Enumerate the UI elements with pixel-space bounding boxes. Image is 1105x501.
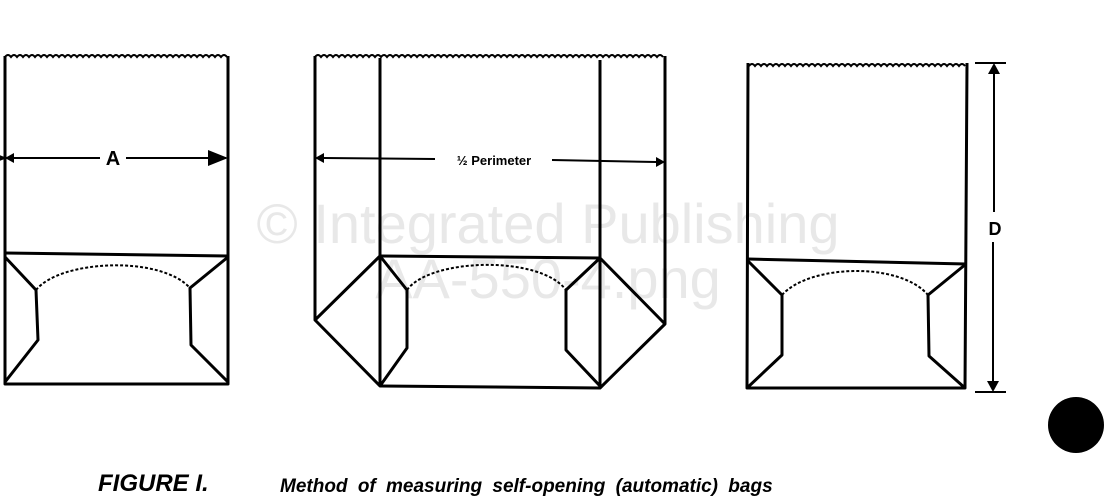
width-label-a: A [106,148,120,170]
depth-label-d: D [989,219,1002,239]
figure-number: FIGURE I. [98,470,209,497]
punch-hole-dot [1048,397,1104,453]
bag-flat-width: A [0,54,230,386]
watermark-line1: © Integrated Publishing [257,192,840,255]
bag-gusseted-perimeter: ½ Perimeter [313,54,667,390]
perimeter-label: ½ Perimeter [457,153,531,168]
figure-caption: Method of measuring self-opening (automa… [280,476,773,497]
bag-depth: D [745,62,1006,393]
